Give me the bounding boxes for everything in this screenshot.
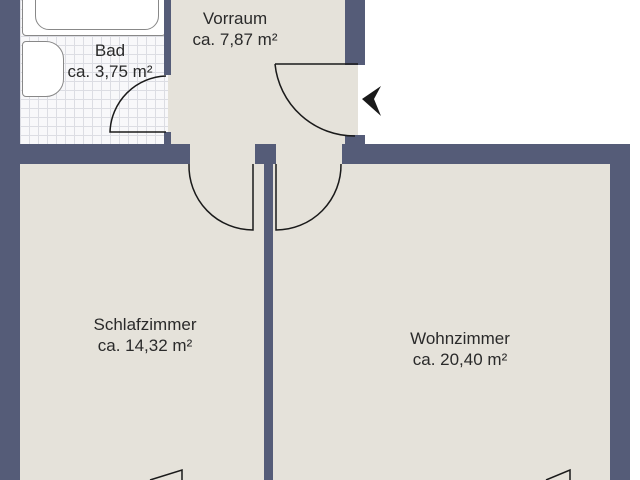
room-label-wohnzimmer: Wohnzimmer ca. 20,40 m²: [380, 328, 540, 370]
wall-vorraum-right: [345, 0, 365, 65]
wohnzimmer-floor: [272, 163, 612, 480]
room-area: ca. 3,75 m²: [67, 62, 153, 81]
washbasin: [22, 41, 64, 97]
vorraum-floor: [168, 0, 358, 165]
room-name: Bad: [94, 41, 126, 60]
room-area: ca. 20,40 m²: [412, 350, 508, 369]
wall-schlaf-wohn: [264, 160, 273, 480]
wall-left-outer: [0, 0, 20, 480]
room-label-vorraum: Vorraum ca. 7,87 m²: [170, 8, 300, 50]
room-area: ca. 7,87 m²: [192, 30, 278, 49]
wall-horizontal-left: [0, 144, 190, 164]
wall-pier-middle: [255, 144, 276, 164]
bathtub-basin: [35, 0, 159, 30]
room-name: Schlafzimmer: [93, 315, 197, 334]
wall-horizontal-right: [342, 144, 630, 164]
wall-bad-vorraum: [164, 0, 171, 75]
wall-right-outer: [610, 144, 630, 480]
schlafzimmer-floor: [20, 163, 265, 480]
room-label-bad: Bad ca. 3,75 m²: [55, 40, 165, 82]
room-area: ca. 14,32 m²: [97, 336, 193, 355]
entrance-arrow-icon: [362, 86, 381, 116]
room-name: Vorraum: [202, 9, 268, 28]
wall-bad-vorraum-lower: [164, 132, 171, 148]
room-label-schlafzimmer: Schlafzimmer ca. 14,32 m²: [70, 314, 220, 356]
room-name: Wohnzimmer: [410, 329, 510, 348]
